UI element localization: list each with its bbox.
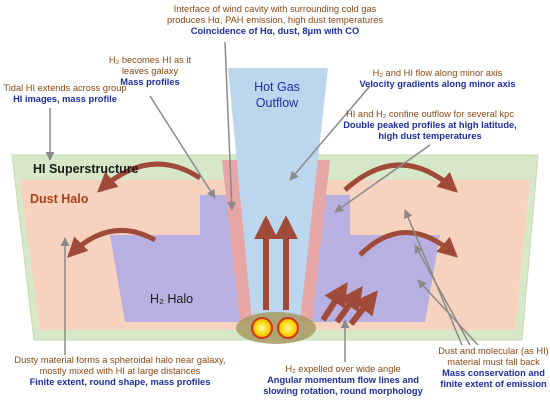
pointer-fall-back-3 — [417, 279, 479, 346]
pointer-confine — [334, 144, 431, 213]
annotation-interface: Interface of wind cavity with surroundin… — [160, 4, 390, 37]
nucleus-left — [251, 317, 273, 339]
dusty-evidence: Finite extent, round shape, mass profile… — [29, 377, 211, 387]
annotation-confine: HI and H₂ confine outflow for several kp… — [330, 109, 530, 142]
confine-evidence-1: Double peaked profiles at high latitude, — [343, 120, 517, 130]
hot-gas-outflow — [228, 68, 328, 322]
annotation-tidal: Tidal HI extends across group HI images,… — [0, 83, 130, 105]
expelled-evidence-2: slowing rotation, round morphology — [263, 386, 423, 396]
expelled-arrow-3 — [348, 290, 378, 326]
dusty-line-1: Dusty material forms a spheroidal halo n… — [14, 355, 226, 365]
flow-arrow-left-top — [97, 161, 202, 193]
confine-evidence-2: high dust temperatures — [378, 131, 482, 141]
minor-axis-evidence: Velocity gradients along minor axis — [359, 79, 516, 89]
annotation-h2-becomes-hi: H₂ becomes HI as it leaves galaxy Mass p… — [95, 55, 205, 88]
hi-superstructure-label: HI Superstructure — [33, 162, 139, 176]
nucleus-right — [277, 317, 299, 339]
galaxy-disk — [236, 312, 316, 344]
outflow-text: Outflow — [255, 96, 299, 110]
annotation-expelled: H₂ expelled over wide angle Angular mome… — [253, 364, 433, 397]
confine-line-1: HI and H₂ confine outflow for several kp… — [346, 109, 514, 119]
pointer-minor-axis — [289, 85, 371, 181]
pointer-interface — [224, 41, 237, 211]
h2-hi-line-2: leaves galaxy — [121, 66, 179, 76]
dust-halo-label: Dust Halo — [30, 192, 89, 206]
h2-halo-label: H₂ Halo — [150, 292, 194, 306]
h2-hi-evidence: Mass profiles — [120, 77, 180, 87]
interface-line-1: Interface of wind cavity with surroundin… — [173, 4, 377, 14]
annotation-fall-back: Dust and molecular (as HI) material must… — [437, 346, 550, 390]
expelled-line-1: H₂ expelled over wide angle — [285, 364, 401, 374]
flow-arrow-left-mid — [67, 227, 157, 258]
flow-arrow-right-top — [343, 162, 458, 193]
tidal-evidence: HI images, mass profile — [13, 94, 117, 104]
minor-axis-line-1: H₂ and HI flow along minor axis — [372, 68, 503, 78]
fall-back-evidence-1: Mass conservation and — [442, 368, 545, 378]
hot-gas-text: Hot Gas — [254, 80, 300, 94]
interface-line-2: produces Hα, PAH emission, high dust tem… — [166, 15, 384, 25]
dusty-line-2: mostly mixed with HI at large distances — [39, 366, 201, 376]
annotation-minor-axis: H₂ and HI flow along minor axis Velocity… — [350, 68, 525, 90]
pointer-h2-becomes-hi — [149, 95, 216, 199]
interface-evidence: Coincidence of Hα, dust, 8μm with CO — [190, 26, 360, 36]
h2-hi-line-1: H₂ becomes HI as it — [108, 55, 192, 65]
expelled-evidence-1: Angular momentum flow lines and — [267, 375, 419, 385]
pointer-fall-back-2 — [414, 244, 471, 346]
flow-arrow-right-mid — [358, 230, 458, 258]
fall-back-line-2: material must fall back — [447, 357, 540, 367]
fall-back-line-1: Dust and molecular (as HI) — [438, 346, 549, 356]
tidal-line-1: Tidal HI extends across group — [3, 83, 127, 93]
hot-gas-label: Hot Gas Outflow — [247, 79, 307, 111]
annotation-dusty: Dusty material forms a spheroidal halo n… — [0, 355, 240, 388]
fall-back-evidence-2: finite extent of emission — [440, 379, 547, 389]
